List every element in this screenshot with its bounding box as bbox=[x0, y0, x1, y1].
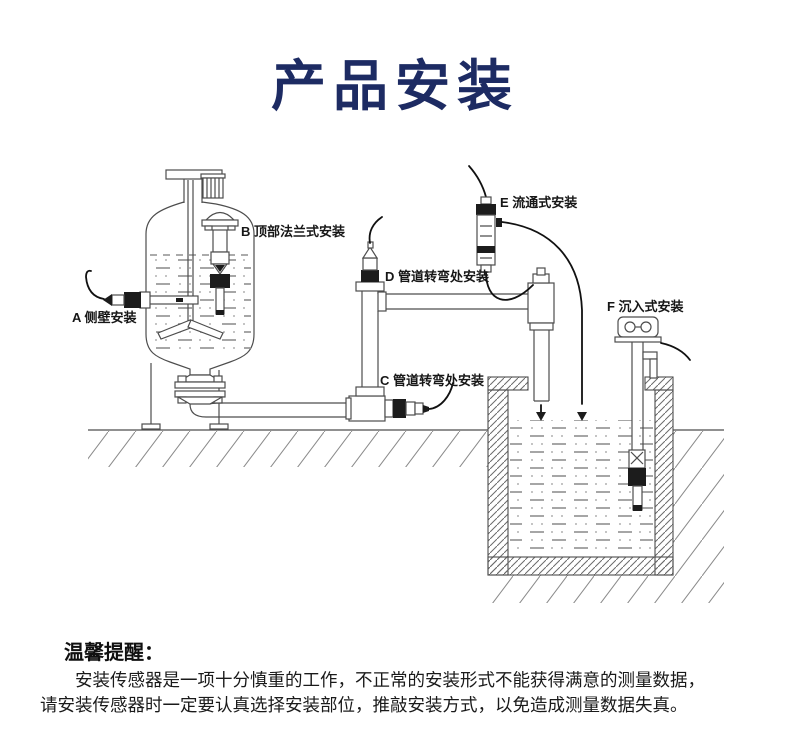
cable-arrow bbox=[577, 412, 587, 421]
installation-diagram: A 侧壁安装 B 顶部法兰式安装 C 管道转弯处安装 D 管道转弯处安装 E 流… bbox=[72, 165, 724, 603]
label-a-side-wall: A 侧壁安装 bbox=[72, 310, 137, 325]
reminder-body: 安装传感器是一项十分慎重的工作，不正常的安装形式不能获得满意的测量数据， 请安装… bbox=[40, 668, 764, 718]
reminder-line-1: 安装传感器是一项十分慎重的工作，不正常的安装形式不能获得满意的测量数据， bbox=[75, 670, 705, 690]
tee-outlet bbox=[527, 282, 555, 324]
sensor-f-submersion bbox=[614, 316, 691, 511]
pipe-outlet-arrow bbox=[536, 412, 546, 421]
pipe-run bbox=[189, 267, 555, 422]
bottom-valve bbox=[174, 374, 226, 405]
label-b-top-flange: B 顶部法兰式安装 bbox=[241, 224, 345, 239]
ground bbox=[88, 429, 724, 603]
basin-liquid bbox=[510, 420, 653, 555]
label-e-flow-cell: E 流通式安装 bbox=[500, 195, 577, 210]
mixer-motor bbox=[202, 177, 224, 199]
sensor-e-flow-cell bbox=[468, 165, 587, 421]
tee-c bbox=[348, 395, 386, 422]
label-d-pipe-bend: D 管道转弯处安装 bbox=[385, 269, 489, 284]
sensor-a-side-wall bbox=[85, 269, 199, 309]
flow-cell-outlet-tube bbox=[501, 221, 583, 405]
reminder-line-2: 请安装传感器时一定要认真选择安装部位，推敲安装方式，以免造成测量数据失真。 bbox=[40, 695, 688, 715]
sensor-d-pipe-bend bbox=[361, 216, 383, 282]
reminder-heading: 温馨提醒： bbox=[64, 642, 164, 664]
tee-d bbox=[355, 281, 385, 292]
page-title: 产品安装 bbox=[270, 55, 519, 117]
label-c-pipe-bend: C 管道转弯处安装 bbox=[380, 373, 484, 388]
label-f-submersion: F 沉入式安装 bbox=[607, 299, 684, 314]
flow-cell-inlet-tube bbox=[485, 271, 534, 301]
sensor-c-pipe-bend bbox=[384, 382, 454, 418]
sensor-b-top-flange bbox=[201, 211, 239, 315]
basin bbox=[487, 376, 674, 576]
motor-plate bbox=[200, 173, 226, 179]
